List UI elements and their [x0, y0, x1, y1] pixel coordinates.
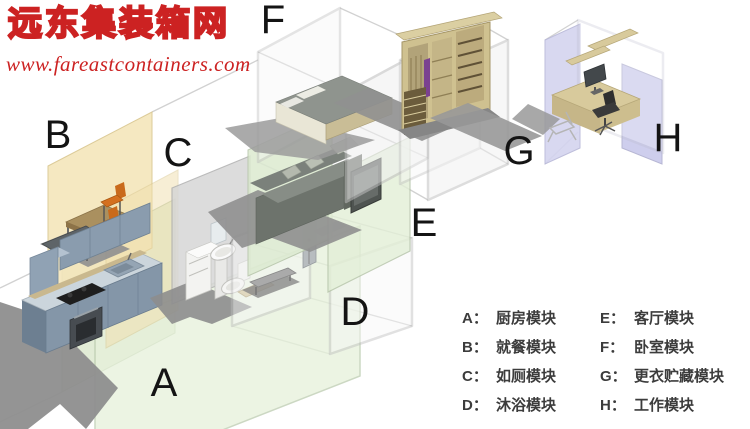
- module-label-e: E: [410, 201, 438, 245]
- washbasin-icon: [210, 243, 236, 261]
- toilet-icon: [221, 258, 251, 295]
- desk-shadow: [512, 104, 560, 135]
- legend-label: 厨房模块: [496, 310, 557, 327]
- toilet-shadow: [150, 281, 252, 324]
- legend-key: G：: [600, 368, 627, 385]
- module-label-a: A: [150, 361, 178, 405]
- module-label-g: G: [503, 129, 535, 173]
- cooktop-icon: [56, 283, 106, 305]
- module-label-b: B: [44, 113, 72, 157]
- legend-key: H：: [600, 397, 626, 414]
- watermark-site-url: www.fareastcontainers.com: [6, 52, 251, 76]
- bench-icon: [249, 267, 297, 295]
- sketch-chair-icon: [547, 111, 577, 143]
- legend-label: 卧室模块: [634, 339, 695, 356]
- legend-key: F：: [600, 339, 625, 356]
- module-label-c: C: [163, 131, 193, 175]
- module-label-d: D: [340, 290, 370, 334]
- legend-item-h: H： 工作模块: [600, 390, 724, 419]
- work-module-illustration: [430, 18, 665, 165]
- legend-label: 客厅模块: [634, 310, 695, 327]
- legend-label: 如厕模块: [496, 368, 557, 385]
- legend-key: B：: [462, 339, 488, 356]
- counter-left-end: [22, 300, 46, 353]
- wall-shelf-icon: [565, 28, 639, 66]
- legend-label: 更衣贮藏模块: [634, 368, 725, 385]
- wall-cabinet: [59, 202, 151, 271]
- dining-chair-icon: [100, 182, 126, 222]
- storage-module-illustration: [334, 11, 510, 202]
- legend-item-a: A： 厨房模块: [462, 303, 556, 332]
- watermark-site-name: 远东集装箱网: [7, 4, 230, 44]
- legend-item-c: C： 如厕模块: [462, 361, 556, 390]
- legend-column-left: A： 厨房模块 B： 就餐模块 C： 如厕模块 D： 沐浴模块: [462, 303, 556, 419]
- bed-shadow: [225, 118, 375, 160]
- module-label-h: H: [653, 116, 683, 160]
- sofa-cushion: [281, 164, 302, 180]
- legend-key: A：: [462, 310, 488, 327]
- bed-pillow: [280, 97, 304, 108]
- kitchen-counter-illustration: [0, 202, 164, 429]
- toilet-module-illustration: [150, 155, 275, 324]
- counter-backsplash: [28, 250, 147, 299]
- legend-key: D：: [462, 397, 488, 414]
- legend-item-d: D： 沐浴模块: [462, 390, 556, 419]
- module-label-f: F: [260, 0, 286, 42]
- legend-key: C：: [462, 368, 488, 385]
- legend-label: 就餐模块: [496, 339, 557, 356]
- legend-item-e: E： 客厅模块: [600, 303, 724, 332]
- monitor-icon: [583, 63, 607, 95]
- legend-key: E：: [600, 310, 626, 327]
- bed-sheet-fold: [296, 86, 326, 99]
- work-floor-shadow: [430, 103, 542, 151]
- legend-item-b: B： 就餐模块: [462, 332, 556, 361]
- legend-column-right: E： 客厅模块 F： 卧室模块 G： 更衣贮藏模块 H： 工作模块: [600, 303, 724, 419]
- legend-label: 工作模块: [634, 397, 695, 414]
- legend-item-g: G： 更衣贮藏模块: [600, 361, 724, 390]
- office-chair-icon: [592, 90, 620, 136]
- legend-label: 沐浴模块: [496, 397, 557, 414]
- legend-item-f: F： 卧室模块: [600, 332, 724, 361]
